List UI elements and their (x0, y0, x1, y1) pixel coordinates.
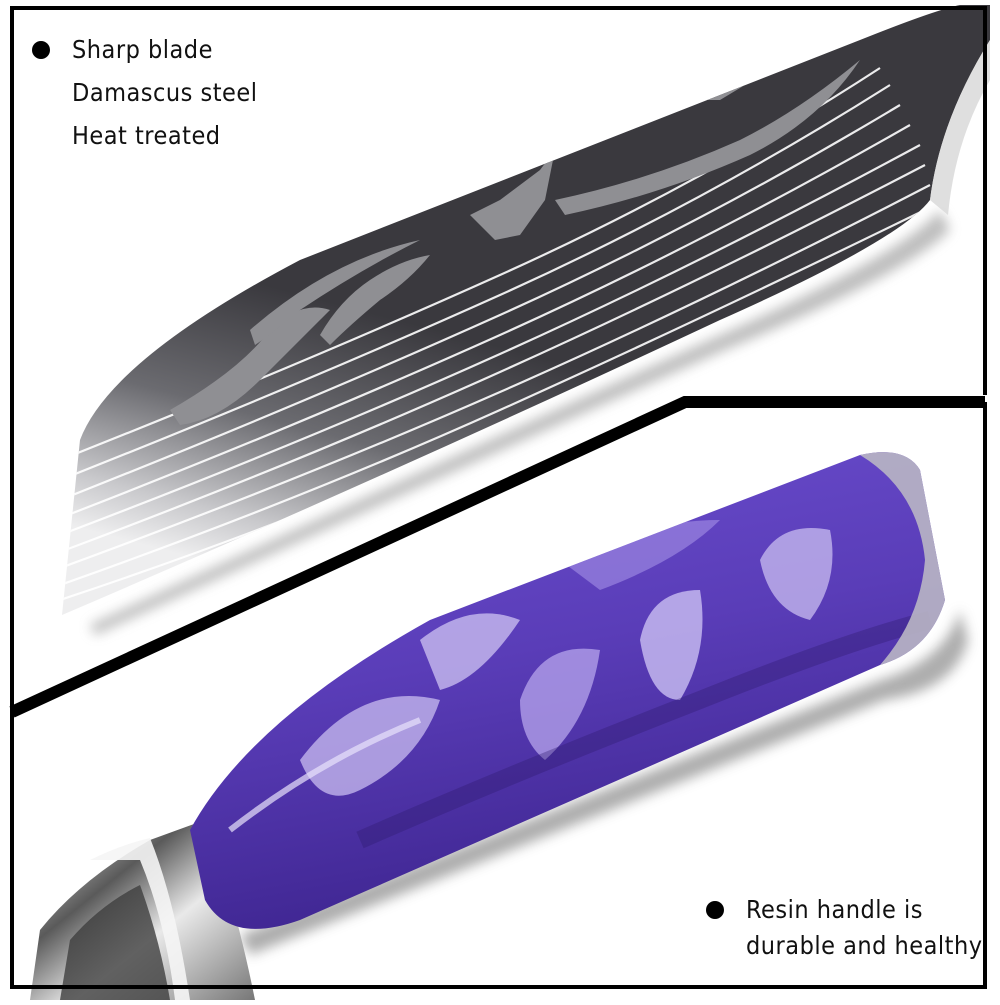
bullet-icon (32, 40, 50, 59)
feature-item: Resin handle is (706, 892, 983, 928)
diagonal-divider (9, 396, 985, 718)
feature-label: Damascus steel (72, 78, 258, 107)
top-panel-border (10, 6, 987, 712)
feature-item: Damascus steel (32, 71, 257, 114)
feature-label: Resin handle is (746, 895, 923, 924)
handle-features-list: Resin handle is durable and healthy (706, 892, 983, 964)
feature-item: Sharp blade (32, 28, 257, 71)
blade-features-list: Sharp blade Damascus steel Heat treated (32, 28, 257, 157)
feature-item: durable and healthy (706, 928, 983, 964)
resin-handle (190, 452, 945, 929)
feature-label: Heat treated (72, 121, 221, 150)
feature-label: Sharp blade (72, 35, 213, 64)
frame (9, 6, 987, 989)
handle-shadow (240, 610, 968, 955)
feature-item: Heat treated (32, 114, 257, 157)
feature-label: durable and healthy (746, 931, 983, 960)
bullet-icon (706, 901, 724, 919)
bottom-panel-border (10, 402, 987, 989)
blade-shadow (90, 210, 950, 635)
